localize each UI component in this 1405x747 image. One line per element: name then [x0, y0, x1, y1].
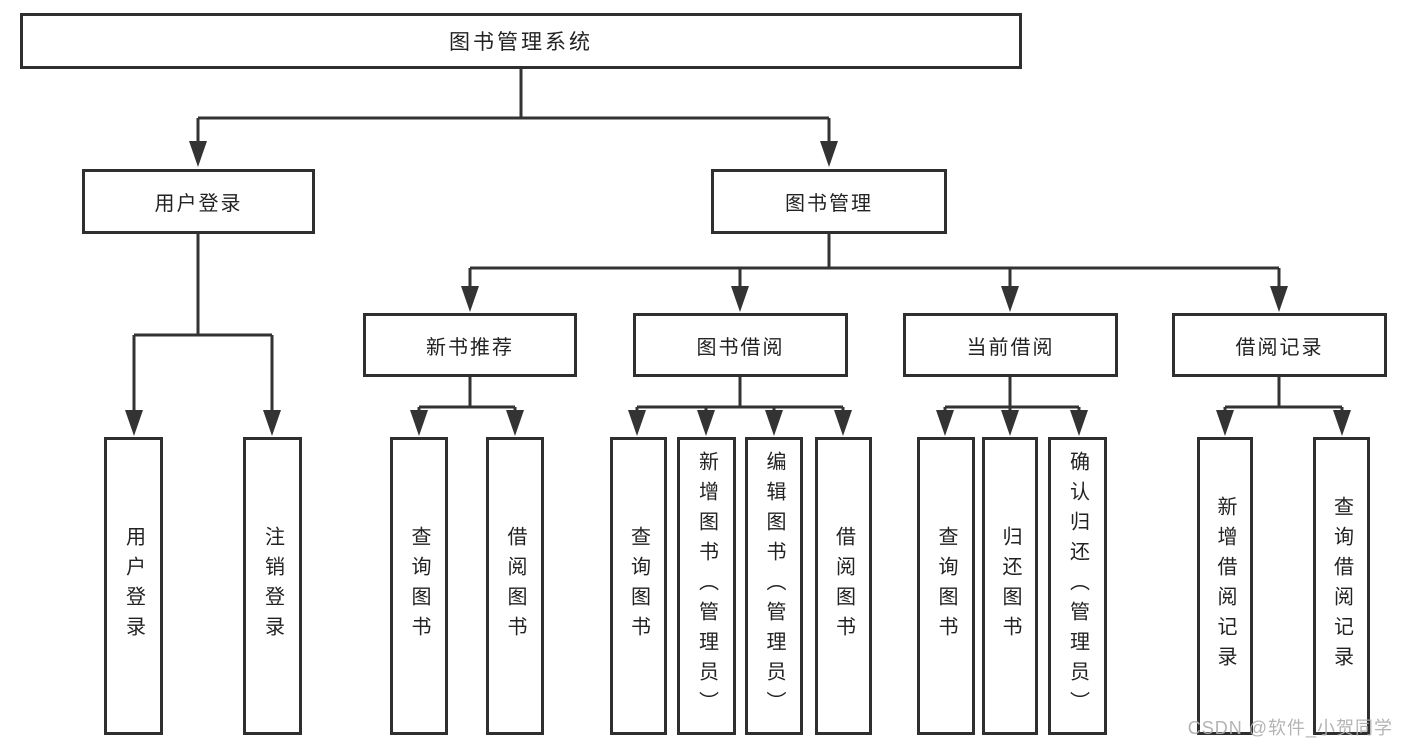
arrowhead-down-icon: [697, 410, 715, 436]
arrowhead-down-icon: [731, 286, 749, 312]
leaf-query-books-current: 查询图书: [917, 437, 975, 735]
arrowhead-down-icon: [189, 141, 207, 167]
connector-borrowing-records: [1216, 377, 1351, 436]
arrowhead-down-icon: [820, 141, 838, 167]
leaf-borrow-books-recommendation: 借阅图书: [486, 437, 544, 735]
arrowhead-down-icon: [263, 410, 281, 436]
arrowhead-down-icon: [1070, 410, 1088, 436]
leaf-return-books: 归还图书: [982, 437, 1038, 735]
arrowhead-down-icon: [936, 410, 954, 436]
arrowhead-down-icon: [410, 410, 428, 436]
leaf-user-login: 用户登录: [104, 437, 163, 735]
leaf-query-books-borrowing: 查询图书: [610, 437, 667, 735]
arrowhead-down-icon: [506, 410, 524, 436]
leaf-confirm-return-admin: 确认归还（管理员）: [1048, 437, 1107, 735]
arrowhead-down-icon: [628, 410, 646, 436]
leaf-edit-books-admin: 编辑图书（管理员）: [745, 437, 803, 735]
leaf-add-books-admin: 新增图书（管理员）: [677, 437, 736, 735]
arrowhead-down-icon: [1001, 286, 1019, 312]
arrowhead-down-icon: [1270, 286, 1288, 312]
watermark: CSDN @软件_小贺同学: [1187, 718, 1393, 738]
arrowhead-down-icon: [1333, 410, 1351, 436]
arrowhead-down-icon: [461, 286, 479, 312]
connector-new-book-recommendation: [410, 377, 524, 436]
node-current-borrowing: 当前借阅: [903, 313, 1118, 377]
node-new-book-recommendation: 新书推荐: [363, 313, 577, 377]
leaf-borrow-books-borrowing: 借阅图书: [815, 437, 872, 735]
arrowhead-down-icon: [1216, 410, 1234, 436]
connector-book-borrowing: [628, 377, 852, 436]
leaf-query-borrow-record: 查询借阅记录: [1313, 437, 1370, 735]
arrowhead-down-icon: [765, 410, 783, 436]
connector-current-borrowing: [936, 377, 1088, 436]
node-borrowing-records: 借阅记录: [1172, 313, 1387, 377]
connector-user-login: [125, 234, 281, 436]
connector-book-management: [461, 234, 1288, 312]
leaf-query-books-recommendation: 查询图书: [390, 437, 448, 735]
arrowhead-down-icon: [125, 410, 143, 436]
arrowhead-down-icon: [834, 410, 852, 436]
leaf-logout: 注销登录: [243, 437, 302, 735]
node-library-management-system: 图书管理系统: [20, 13, 1022, 69]
node-book-borrowing: 图书借阅: [633, 313, 848, 377]
node-book-management: 图书管理: [711, 169, 947, 234]
arrowhead-down-icon: [1001, 410, 1019, 436]
connector-root: [189, 69, 838, 167]
node-user-login: 用户登录: [82, 169, 315, 234]
leaf-add-borrow-record: 新增借阅记录: [1197, 437, 1253, 735]
